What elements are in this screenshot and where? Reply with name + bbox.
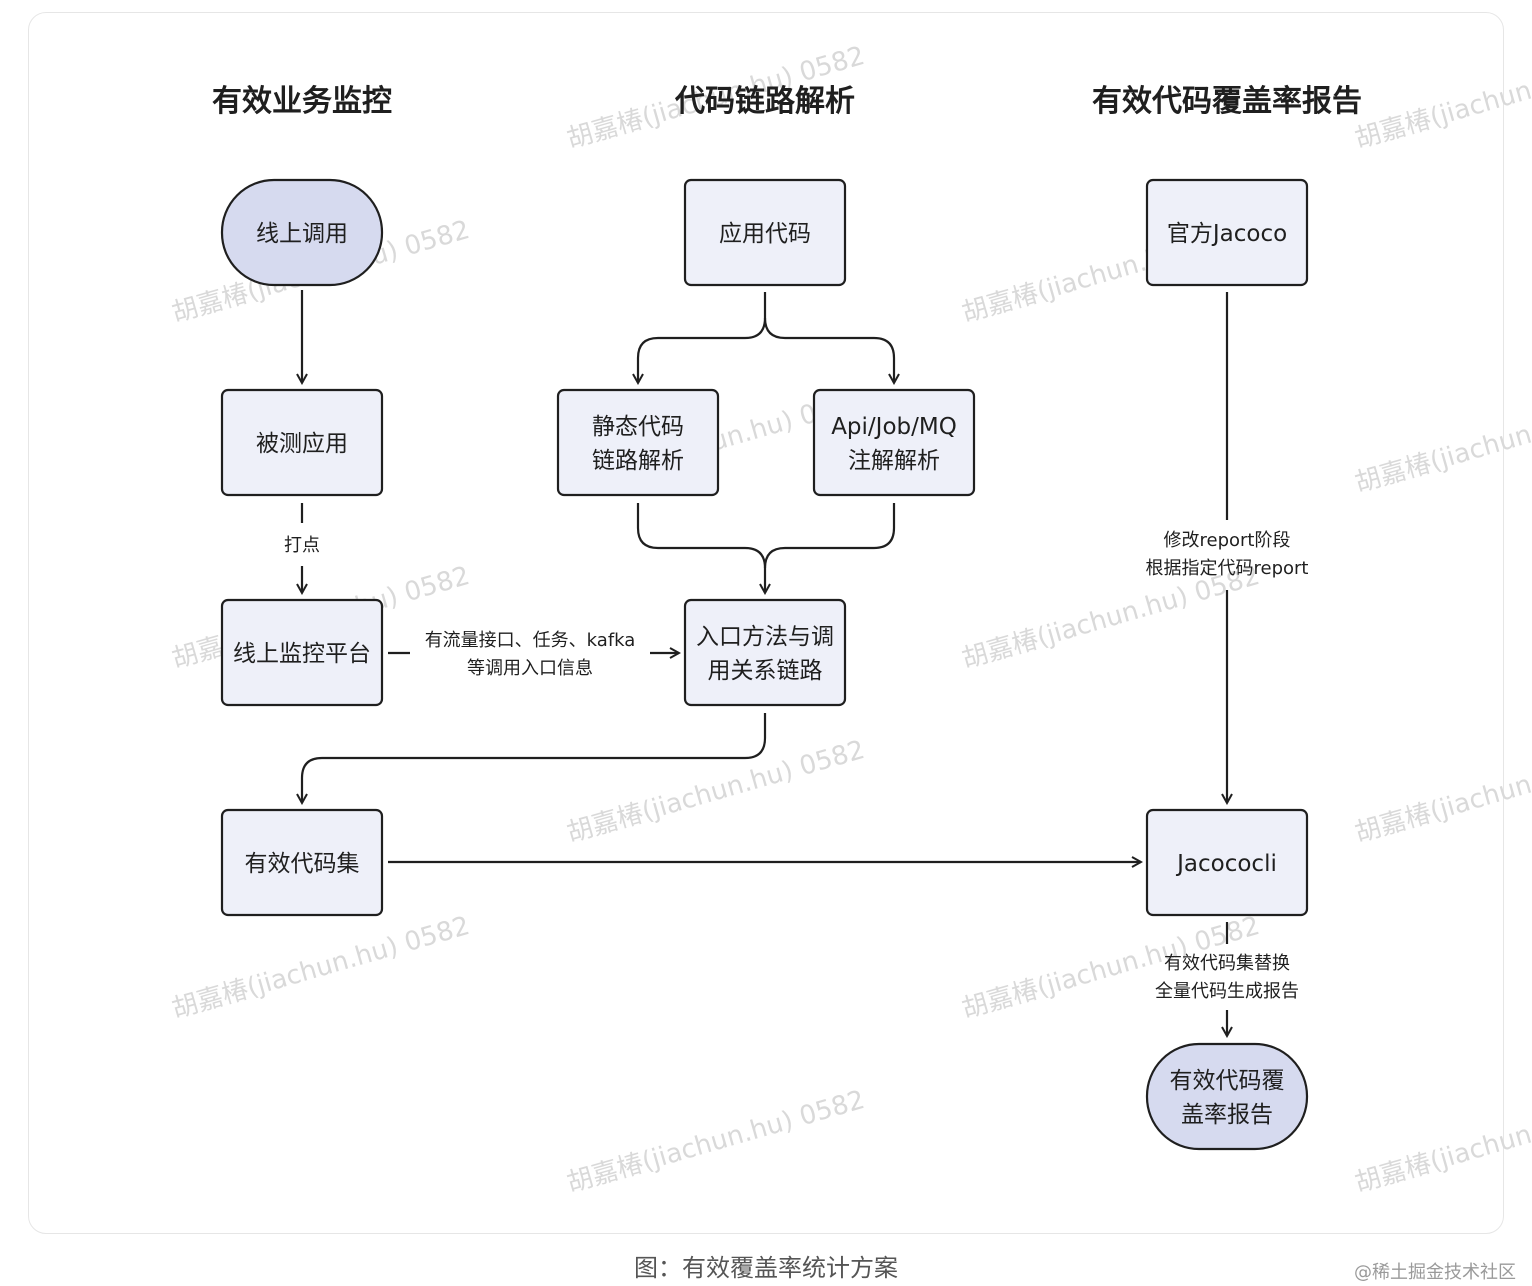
svg-text:被测应用: 被测应用 xyxy=(256,431,348,457)
svg-text:用关系链路: 用关系链路 xyxy=(708,658,823,684)
svg-text:有效代码集: 有效代码集 xyxy=(245,851,360,877)
svg-text:线上调用: 线上调用 xyxy=(256,221,348,247)
svg-text:静态代码: 静态代码 xyxy=(592,414,684,440)
edge-label-replace-1: 有效代码集替换 xyxy=(1164,953,1290,974)
edge-label-modify-1: 修改report阶段 xyxy=(1164,530,1291,551)
edge-appcode-split xyxy=(638,292,767,383)
watermark: 胡嘉椿(jiachun.hu) 0582 xyxy=(1352,385,1532,499)
watermark: 胡嘉椿(jiachun.hu) 0582 xyxy=(564,1085,868,1199)
node-official-jacoco: 官方Jacoco xyxy=(1145,178,1309,287)
watermark: 胡嘉椿(jiachun.hu) 0582 xyxy=(169,911,473,1025)
edge-appcode-split-right xyxy=(763,317,894,383)
edge-label-replace-2: 全量代码生成报告 xyxy=(1155,981,1299,1002)
node-static-chain: 静态代码 链路解析 xyxy=(556,388,720,497)
node-effective-code-set: 有效代码集 xyxy=(220,808,384,917)
node-app-code: 应用代码 xyxy=(683,178,847,287)
site-watermark: @稀土掘金技术社区 xyxy=(1354,1262,1516,1283)
svg-text:Api/Job/MQ: Api/Job/MQ xyxy=(831,414,957,440)
edge-static-merge xyxy=(636,503,765,593)
svg-text:链路解析: 链路解析 xyxy=(592,448,684,474)
node-entry-method-chain: 入口方法与调 用关系链路 xyxy=(683,598,847,707)
node-online-call: 线上调用 xyxy=(220,178,384,287)
watermark: 胡嘉椿(jiachun.hu) 0582 xyxy=(1352,1085,1532,1199)
node-monitor-platform: 线上监控平台 xyxy=(220,598,384,707)
column-title-business-monitoring: 有效业务监控 xyxy=(212,84,392,119)
svg-text:Jacococli: Jacococli xyxy=(1175,851,1277,877)
edge-label-modify-2: 根据指定代码report xyxy=(1146,558,1309,579)
watermark: 胡嘉椿(jiachun.hu) 0582 xyxy=(1352,41,1532,155)
column-title-code-chain-parsing: 代码链路解析 xyxy=(674,84,855,119)
svg-text:注解解析: 注解解析 xyxy=(848,448,940,474)
node-jacococli: Jacococli xyxy=(1145,808,1309,917)
node-app-under-test: 被测应用 xyxy=(220,388,384,497)
svg-text:应用代码: 应用代码 xyxy=(719,221,811,247)
edge-annotation-merge xyxy=(763,503,896,569)
connectors xyxy=(302,290,1227,1036)
watermark: 胡嘉椿(jiachun.hu) 0582 xyxy=(564,735,868,849)
svg-text:官方Jacoco: 官方Jacoco xyxy=(1167,221,1287,247)
edge-label-entry-info-2: 等调用入口信息 xyxy=(467,658,593,679)
figure-caption: 图：有效覆盖率统计方案 xyxy=(634,1254,898,1282)
svg-text:线上监控平台: 线上监控平台 xyxy=(233,641,371,667)
column-title-coverage-report: 有效代码覆盖率报告 xyxy=(1092,84,1362,119)
svg-text:盖率报告: 盖率报告 xyxy=(1181,1102,1273,1128)
edge-label-tracking: 打点 xyxy=(284,535,320,556)
edge-label-entry-info-1: 有流量接口、任务、kafka xyxy=(425,630,636,651)
edge-entry-to-codeset xyxy=(302,713,767,803)
node-coverage-report: 有效代码覆 盖率报告 xyxy=(1145,1042,1309,1151)
svg-text:入口方法与调: 入口方法与调 xyxy=(696,624,834,650)
svg-text:有效代码覆: 有效代码覆 xyxy=(1170,1068,1285,1094)
watermark: 胡嘉椿(jiachun.hu) 0582 xyxy=(1352,735,1532,849)
node-annotation-parse: Api/Job/MQ 注解解析 xyxy=(812,388,976,497)
